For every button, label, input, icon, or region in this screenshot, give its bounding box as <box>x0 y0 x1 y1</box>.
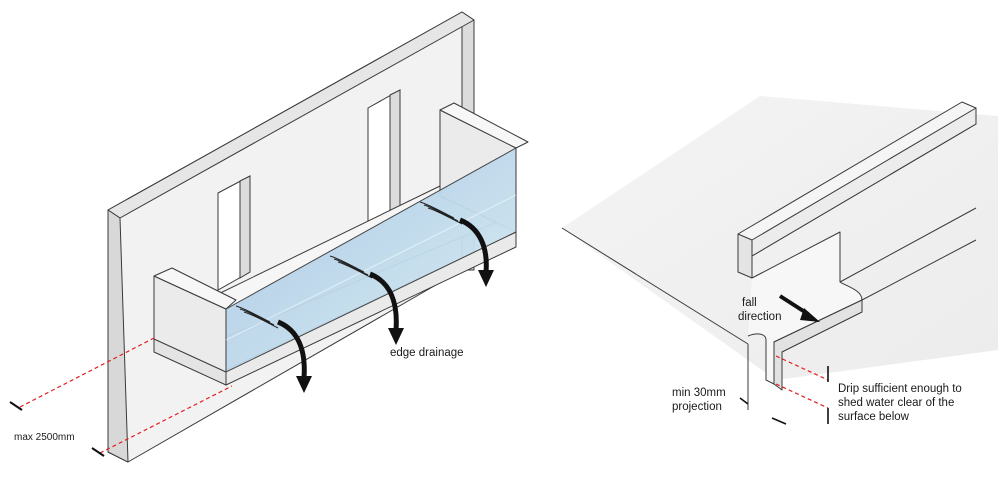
drainage-arrow-3 <box>458 217 494 287</box>
glass-balustrade <box>225 147 517 373</box>
drip-label-line1: Drip sufficient enough to <box>838 383 962 395</box>
max-height-label: max 2500mm <box>14 432 75 443</box>
right-drip-detail-diagram: fall direction min 30mm projection Drip … <box>561 96 998 425</box>
fall-direction-arrow <box>778 294 820 322</box>
sill-drip-profile <box>747 207 977 391</box>
fall-direction-label-line1: fall <box>742 297 757 309</box>
min-projection-label-line1: min 30mm <box>672 387 726 399</box>
back-wall <box>737 101 977 279</box>
drainage-marks <box>235 201 463 329</box>
left-balcony-diagram: edge drainage max 2500mm <box>9 11 529 463</box>
dimension-ticks <box>9 401 105 457</box>
edge-drainage-label: edge drainage <box>390 347 464 359</box>
drainage-arrow-2 <box>368 271 404 345</box>
drip-label-line2: shed water clear of the <box>838 397 954 409</box>
fall-direction-label-line2: direction <box>738 311 781 323</box>
height-dimension-lines <box>19 337 233 454</box>
drainage-arrow-1 <box>276 319 312 393</box>
drip-dimension-lines <box>775 355 829 409</box>
door-opening-left <box>217 175 251 291</box>
drip-label-line3: surface below <box>838 411 910 423</box>
min-projection-label-line2: projection <box>672 401 722 413</box>
drip-dimension-ticks <box>739 366 829 425</box>
